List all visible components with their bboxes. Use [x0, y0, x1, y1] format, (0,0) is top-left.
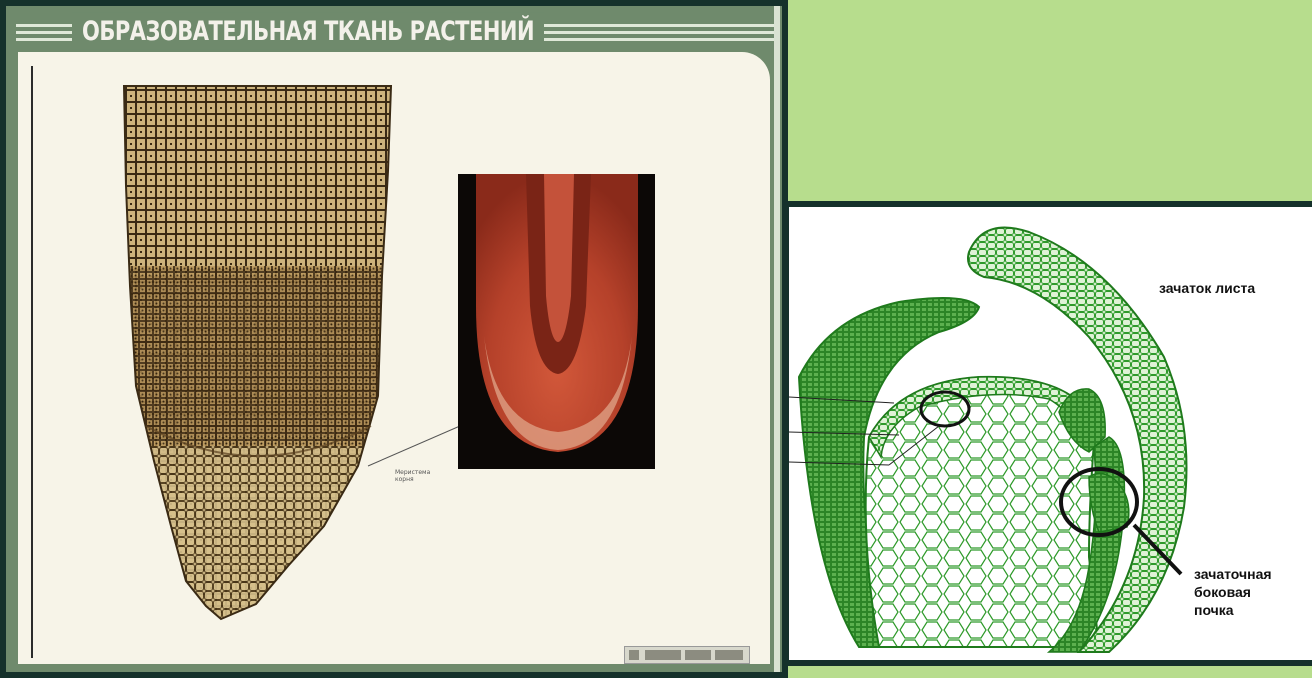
nav-slot-2 [685, 650, 711, 660]
nav-slot-3 [715, 650, 743, 660]
root-tip-illustration [106, 86, 406, 646]
callout-label-line-1: Меристема [395, 469, 430, 476]
nav-prev-icon [629, 650, 639, 660]
poster-illustrations [6, 6, 782, 672]
label-leaf-primordium: зачаток листа [1159, 279, 1255, 297]
callout-label: Меристема корня [395, 469, 430, 483]
label-lateral-bud-line-1: зачаточная [1194, 566, 1272, 582]
root-micrograph [458, 174, 655, 469]
callout-label-line-2: корня [395, 476, 414, 483]
poster-panel: ОБРАЗОВАТЕЛЬНАЯ ТКАНЬ РАСТЕНИЙ [0, 0, 788, 678]
poster-nav-controls [624, 646, 750, 664]
shoot-apex-diagram: зачаток листа зачаточная боковая почка [789, 207, 1312, 660]
nav-slot-1 [645, 650, 681, 660]
label-lateral-bud-line-3: почка [1194, 602, 1234, 618]
label-lateral-bud: зачаточная боковая почка [1194, 565, 1272, 619]
diagram-panel: зачаток листа зачаточная боковая почка [783, 201, 1312, 666]
poster: ОБРАЗОВАТЕЛЬНАЯ ТКАНЬ РАСТЕНИЙ [6, 6, 782, 672]
label-lateral-bud-line-2: боковая [1194, 584, 1251, 600]
